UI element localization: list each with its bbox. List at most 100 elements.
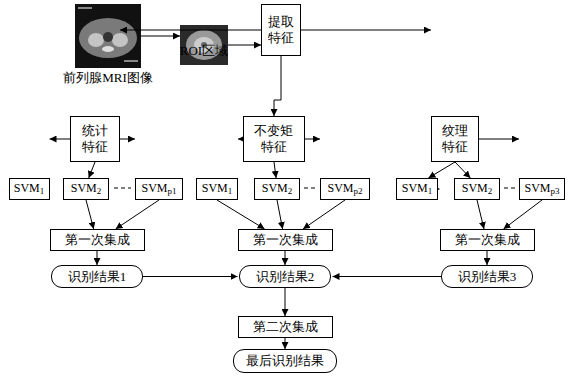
subscript: 1 xyxy=(40,187,45,197)
node-label: SVM2 xyxy=(462,181,493,196)
roi-image: ROI区域 xyxy=(180,25,228,65)
connector-arrow xyxy=(97,251,98,265)
classifier-box: SVMp1 xyxy=(135,178,183,200)
connector-arrow xyxy=(428,162,455,178)
node-label: SVM1 xyxy=(14,181,45,196)
ensemble-box: 第一次集成 xyxy=(238,229,333,251)
mri-marking xyxy=(78,7,92,9)
node-label: 第二次集成 xyxy=(253,319,318,335)
connector-arrow xyxy=(228,45,261,46)
ellipsis-dashes xyxy=(504,187,516,188)
label-part: SVM xyxy=(262,181,288,195)
label-part: SVM xyxy=(202,181,228,195)
subscript: 2 xyxy=(97,187,102,197)
subscript: p1 xyxy=(168,187,177,197)
node-label: 纹理 特征 xyxy=(442,123,469,154)
node-label: SVM1 xyxy=(402,181,433,196)
feature-box: 不变矩 特征 xyxy=(243,116,305,162)
mri-organ xyxy=(102,46,114,52)
node-label: 识别结果2 xyxy=(256,269,315,285)
feature-box: 纹理 特征 xyxy=(431,116,479,162)
connector-arrow xyxy=(504,200,543,229)
label-part: SVM xyxy=(327,181,353,195)
roi-ground xyxy=(180,25,228,65)
node-label: SVM2 xyxy=(262,181,293,196)
node-label: 识别结果3 xyxy=(458,269,517,285)
image-caption: ROI区域 xyxy=(180,43,228,59)
label-part: SVM xyxy=(14,181,40,195)
process-box: 提取 特征 xyxy=(261,4,301,56)
node-label: 第一次集成 xyxy=(253,232,318,248)
node-label: SVMp3 xyxy=(524,181,559,196)
mri-organ xyxy=(103,32,113,42)
image-caption: 前列腺MRI图像 xyxy=(63,70,153,86)
connector-arrow xyxy=(455,162,470,178)
classifier-box: SVM2 xyxy=(254,178,300,200)
result-box: 识别结果2 xyxy=(239,265,331,288)
connector-arrow xyxy=(50,139,71,140)
ensemble-box: 第一次集成 xyxy=(440,229,535,251)
node-label: SVM1 xyxy=(202,181,233,196)
subscript: 1 xyxy=(228,187,233,197)
subscript: p2 xyxy=(354,187,363,197)
label-part: SVM xyxy=(141,181,167,195)
connector-arrow xyxy=(303,200,345,229)
ensemble-box: 第二次集成 xyxy=(238,316,333,338)
connector-arrow xyxy=(277,200,283,229)
connector-arrow xyxy=(479,139,519,140)
node-label: SVMp2 xyxy=(327,181,362,196)
node-label: SVM2 xyxy=(71,181,102,196)
connector-arrow xyxy=(86,200,94,229)
classifier-box: SVM1 xyxy=(196,178,238,200)
classifier-box: SVM2 xyxy=(63,178,109,200)
connector-arrow xyxy=(487,251,488,265)
node-label: 统计 特征 xyxy=(82,123,109,154)
node-label: 识别结果1 xyxy=(68,269,127,285)
connector-arrow xyxy=(305,139,320,140)
connector-arrow xyxy=(274,162,276,178)
mri-body xyxy=(79,18,137,58)
roi-picture xyxy=(180,25,228,65)
result-box: 识别结果1 xyxy=(51,265,143,288)
mri-image: 前列腺MRI图像 xyxy=(75,4,141,68)
node-label: 第一次集成 xyxy=(455,232,520,248)
classifier-box: SVMp3 xyxy=(519,178,565,200)
node-label: SVMp1 xyxy=(141,181,176,196)
connector-arrow xyxy=(301,30,431,31)
connector-arrow xyxy=(143,276,238,277)
mri-picture xyxy=(75,4,141,68)
classifier-box: SVM1 xyxy=(396,178,438,200)
label-part: SVM xyxy=(71,181,97,195)
connector-arrow xyxy=(274,56,281,116)
connector-arrow xyxy=(285,338,286,349)
classifier-box: SVMp2 xyxy=(320,178,370,200)
result-box: 识别结果3 xyxy=(441,265,533,288)
classifier-box: SVM2 xyxy=(454,178,500,200)
connector-arrow xyxy=(116,200,159,229)
ensemble-box: 第一次集成 xyxy=(50,229,145,251)
node-label: 最后识别结果 xyxy=(246,353,324,369)
subscript: 2 xyxy=(488,187,493,197)
node-label: 提取 特征 xyxy=(268,14,295,45)
connector-arrow xyxy=(438,189,440,190)
mri-organ xyxy=(88,33,104,47)
node-label: 不变矩 特征 xyxy=(254,123,294,154)
classifier-box: SVM1 xyxy=(9,178,50,200)
node-label: 第一次集成 xyxy=(65,232,130,248)
connector-arrow xyxy=(89,162,95,178)
subscript: 2 xyxy=(288,187,293,197)
feature-box: 统计 特征 xyxy=(70,116,120,162)
connector-arrow xyxy=(285,251,286,265)
subscript: p3 xyxy=(551,187,560,197)
connector-arrow xyxy=(217,200,265,229)
label-part: SVM xyxy=(524,181,550,195)
connector-arrow xyxy=(120,30,261,31)
final-result-box: 最后识别结果 xyxy=(233,349,337,373)
mri-ground xyxy=(75,4,141,68)
connector-arrow xyxy=(120,139,135,140)
ellipsis-dashes xyxy=(304,187,317,188)
ellipsis-dashes xyxy=(114,187,131,188)
connector-arrow xyxy=(285,288,286,316)
